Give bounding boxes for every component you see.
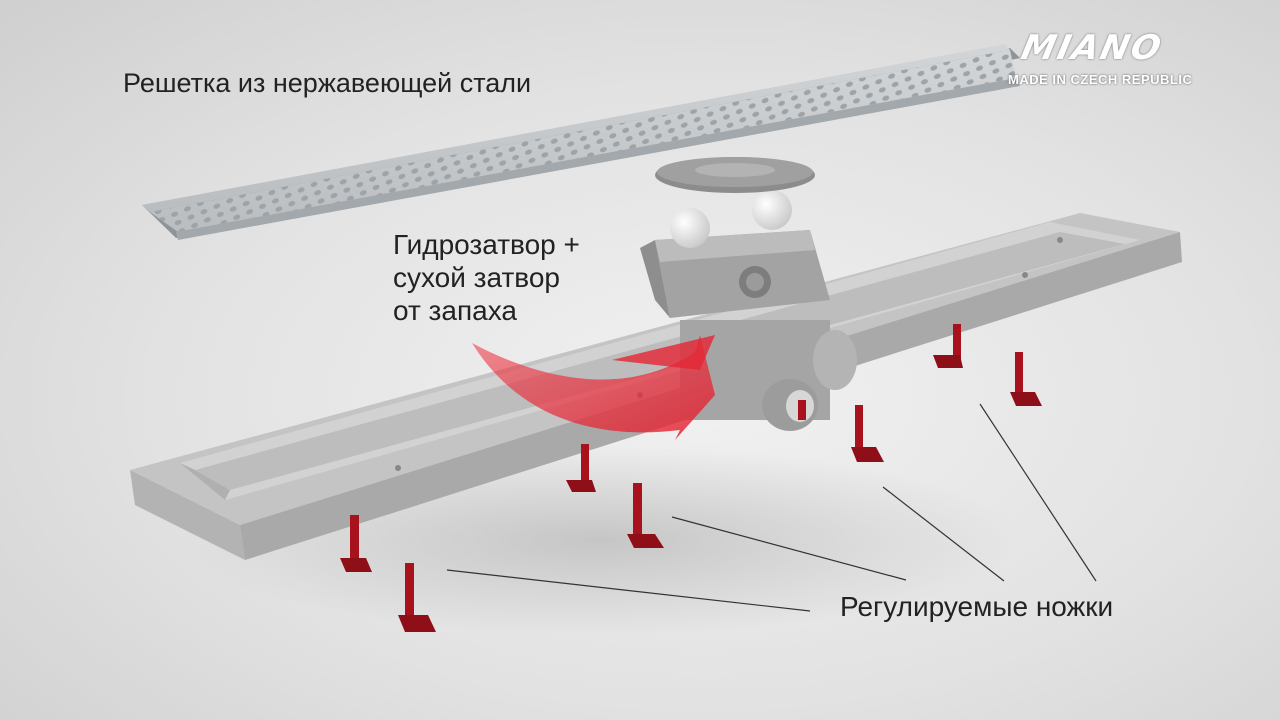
float-ball-right bbox=[752, 190, 792, 230]
leg-1 bbox=[340, 515, 372, 572]
leg-2 bbox=[398, 563, 436, 632]
brand-logo-wordmark: MIANO bbox=[1017, 28, 1167, 68]
brand-logo: MIANO MADE IN CZECH REPUBLIC bbox=[1004, 28, 1248, 90]
steel-grate bbox=[142, 44, 1020, 240]
leg-8 bbox=[798, 400, 806, 420]
leg-5 bbox=[851, 405, 884, 462]
odor-trap bbox=[640, 157, 830, 318]
leg-3 bbox=[566, 444, 596, 492]
adjustable-legs bbox=[340, 324, 1042, 632]
trap-label: Гидрозатвор + сухой затвор от запаха bbox=[393, 228, 580, 327]
leg-6 bbox=[933, 324, 963, 368]
trap-label-line-1: Гидрозатвор + bbox=[393, 229, 580, 260]
grate-label: Решетка из нержавеющей стали bbox=[123, 68, 532, 98]
leg-callout-lines bbox=[446, 403, 1097, 612]
trap-label-line-3: от запаха bbox=[393, 295, 517, 326]
brand-tagline: MADE IN CZECH REPUBLIC bbox=[1008, 72, 1193, 87]
float-ball-left bbox=[670, 208, 710, 248]
flow-arrow bbox=[472, 335, 715, 440]
leg-7 bbox=[1010, 352, 1042, 406]
leg-4 bbox=[627, 483, 664, 548]
trap-label-line-2: сухой затвор bbox=[393, 262, 561, 293]
legs-label: Регулируемые ножки bbox=[840, 591, 1114, 622]
